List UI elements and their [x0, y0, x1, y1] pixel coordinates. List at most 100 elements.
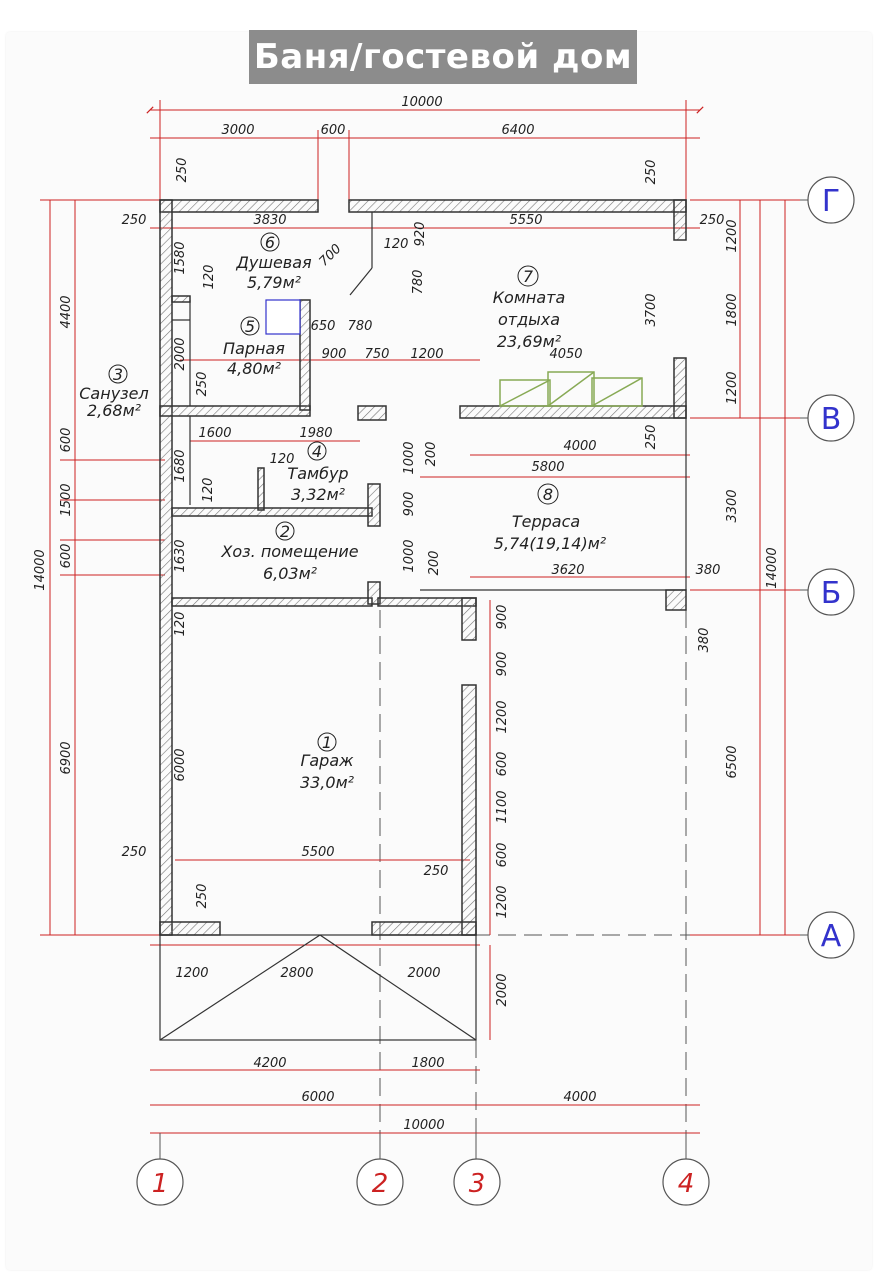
dim-5550: 5550 [509, 213, 542, 228]
room-5-area: 4,80м² [227, 359, 282, 378]
axis-bubble-a [807, 911, 855, 959]
dim-6000: 6000 [301, 1090, 334, 1105]
axis-bubble-v [807, 394, 855, 442]
dim-780-horizontal: 780 [348, 319, 373, 334]
dim-top-b: 600 [321, 123, 346, 138]
axis-bubble-g [807, 176, 855, 224]
room-4-area: 3,32м² [291, 485, 346, 504]
axis-bubble-2 [356, 1158, 404, 1206]
dim-200-a: 200 [424, 442, 439, 467]
dim-750: 750 [365, 347, 390, 362]
axis-number-2: 2 [372, 1169, 389, 1199]
room-7-number: 7 [523, 267, 534, 286]
dim-right-1200-a: 1200 [725, 219, 740, 252]
room-2-name: Хоз. помещение [220, 542, 358, 561]
dim-1680: 1680 [173, 449, 188, 482]
axis-letter-v: В [821, 402, 842, 437]
walls [159, 199, 687, 936]
dim-3620: 3620 [551, 563, 584, 578]
outlines [159, 212, 687, 1041]
dim-right-14000: 14000 [765, 547, 780, 588]
dim-2800: 2800 [280, 966, 313, 981]
dim-5500: 5500 [301, 845, 334, 860]
axis-number-4: 4 [678, 1169, 695, 1199]
dim-250-g: 250 [195, 884, 210, 909]
axis-letter-bubbles: Г В Б А [800, 176, 855, 959]
dim-250-right: 250 [700, 213, 725, 228]
room-7-name: Комната [493, 288, 566, 307]
dim-4200: 4200 [253, 1056, 286, 1071]
axis-bubble-1 [136, 1158, 184, 1206]
benches [499, 371, 643, 407]
room-4-label: 4 Тамбур 3,32м² [287, 441, 349, 504]
dim-650: 650 [311, 319, 336, 334]
room-7-name2: отдыха [498, 310, 560, 329]
axis-bubble-3 [453, 1158, 501, 1206]
room-6-area: 5,79м² [247, 273, 302, 292]
dim-900-c: 900 [495, 605, 510, 630]
dimension-lines [40, 100, 800, 1134]
room-2-number: 2 [280, 522, 290, 541]
dim-right-6500: 6500 [725, 745, 740, 778]
dim-4000-a: 4000 [563, 439, 596, 454]
dim-bottom-total: 10000 [403, 1118, 444, 1133]
room-2-area: 6,03м² [263, 564, 318, 583]
dim-250-f: 250 [424, 864, 449, 879]
dim-top-a: 3000 [221, 123, 254, 138]
dim-left-600-b: 600 [59, 544, 74, 569]
dim-700: 700 [316, 241, 344, 269]
dim-120-b: 120 [384, 237, 409, 252]
axis-number-bubbles: 1 2 3 4 [136, 1133, 710, 1206]
dim-900-b: 900 [402, 492, 417, 517]
room-5-label: 5 Парная 4,80м² [223, 316, 285, 378]
dim-left-6900: 6900 [59, 741, 74, 774]
room-7-area: 23,69м² [497, 332, 562, 351]
room-5-number: 5 [245, 317, 255, 336]
room-3-number: 3 [113, 365, 123, 384]
room-6-label: 6 Душевая 5,79м² [235, 232, 312, 292]
room-1-name: Гараж [300, 751, 354, 770]
dim-5800: 5800 [531, 460, 564, 475]
dim-top-total: 10000 [401, 95, 442, 110]
dim-600-b: 600 [495, 843, 510, 868]
room-7-label: 7 Комната отдыха 23,69м² [493, 265, 566, 351]
dim-1800: 1800 [411, 1056, 444, 1071]
dim-250-e: 250 [122, 845, 147, 860]
dim-200-b: 200 [427, 551, 442, 576]
dim-1630: 1630 [173, 539, 188, 572]
dim-top-c: 6400 [501, 123, 534, 138]
dim-1200-b: 1200 [495, 700, 510, 733]
room-2-label: 2 Хоз. помещение 6,03м² [220, 521, 359, 583]
room-1-area: 33,0м² [300, 773, 355, 792]
room-3-name: Санузел [79, 384, 148, 403]
dim-120-c: 120 [270, 452, 295, 467]
room-8-area: 5,74(19,14)м² [494, 534, 607, 553]
dim-3700: 3700 [644, 293, 659, 326]
dim-right-1200-b: 1200 [725, 371, 740, 404]
dim-1100: 1100 [495, 790, 510, 823]
axis-letter-g: Г [822, 184, 840, 219]
dim-1580: 1580 [173, 241, 188, 274]
dim-2000-h: 2000 [407, 966, 440, 981]
dim-right-3300: 3300 [725, 489, 740, 522]
dim-2000-vertical: 2000 [495, 973, 510, 1006]
dim-6000-vertical: 6000 [173, 748, 188, 781]
room-4-name: Тамбур [287, 464, 348, 483]
dim-4050: 4050 [549, 347, 582, 362]
dim-4000-b: 4000 [563, 1090, 596, 1105]
axis-bubble-4 [662, 1158, 710, 1206]
dim-250-d: 250 [644, 425, 659, 450]
room-3-area: 2,68м² [87, 401, 142, 420]
dim-250-c: 250 [195, 372, 210, 397]
axis-bubble-b [807, 568, 855, 616]
room-6-number: 6 [265, 233, 275, 252]
axis-letter-b: Б [821, 576, 842, 611]
dim-250-left: 250 [122, 213, 147, 228]
axis-letter-a: А [821, 919, 842, 954]
dim-top-250-right: 250 [644, 160, 659, 185]
dim-left-1500: 1500 [59, 483, 74, 516]
axis-lines [160, 610, 800, 1160]
dim-left-14000: 14000 [33, 549, 48, 590]
dim-1600: 1600 [198, 426, 231, 441]
